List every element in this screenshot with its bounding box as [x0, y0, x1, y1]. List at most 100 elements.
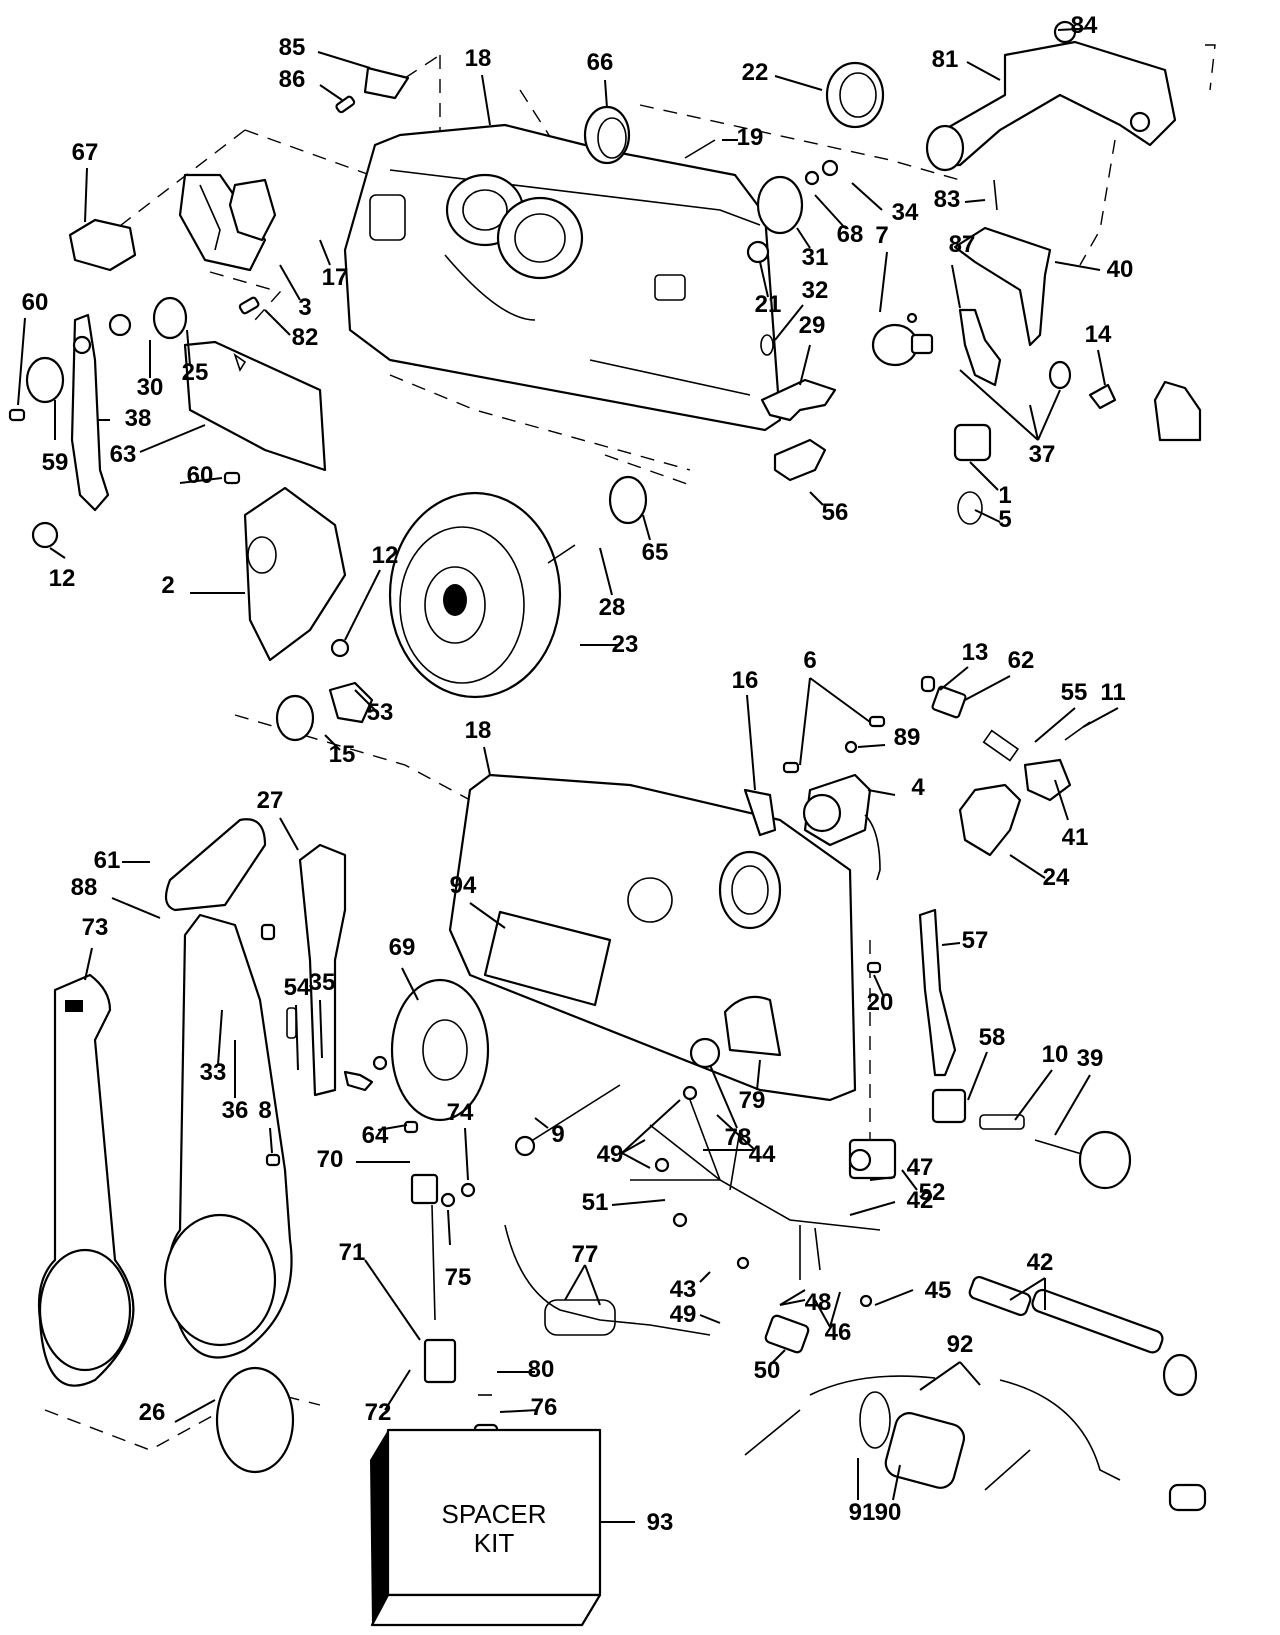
leader-line — [319, 999, 323, 1059]
leader-line — [814, 194, 846, 229]
leader-line — [401, 967, 419, 1001]
callout-number: 29 — [799, 312, 826, 339]
callout-19-screw: 19 — [722, 124, 763, 151]
callout-74-screw: 74 — [447, 1099, 474, 1181]
callout-30-nut: 30 — [137, 340, 164, 401]
retaining-ring-65 — [608, 475, 648, 525]
callout-number: 13 — [962, 639, 989, 666]
callout-number: 42 — [907, 1187, 934, 1214]
clamp-91 — [859, 1391, 891, 1449]
detent-plate-69 — [390, 978, 490, 1122]
leader-line — [584, 1264, 601, 1306]
callout-number: 91 — [849, 1499, 876, 1526]
leader-line — [756, 1059, 761, 1091]
leader-line — [849, 1201, 896, 1216]
callout-number: 30 — [137, 374, 164, 401]
callout-number: 63 — [110, 441, 137, 468]
callout-4-horn: 4 — [867, 774, 925, 801]
callout-64-screw: 64 — [362, 1122, 408, 1149]
screw-20 — [866, 961, 882, 974]
leader-line — [604, 79, 608, 109]
callout-6-screws: 6 — [799, 647, 871, 766]
cam-plate-3 — [178, 173, 267, 272]
callout-77-coil-lanyard: 77 — [564, 1241, 601, 1306]
callout-91-clamp: 91 — [849, 1458, 876, 1526]
switch-52 — [848, 1138, 897, 1180]
leader-line — [1009, 854, 1046, 879]
callout-3-cam-plate: 3 — [279, 264, 312, 321]
callout-32-spring: 32 — [774, 277, 828, 341]
callout-79-boot: 79 — [739, 1059, 765, 1114]
knob-39 — [1034, 1130, 1132, 1190]
callout-number: 41 — [1062, 824, 1089, 851]
callout-23-gear-hub: 23 — [580, 631, 638, 658]
callout-24-plate: 24 — [1009, 854, 1070, 891]
bushing-21 — [746, 240, 770, 264]
callout-27-slide: 27 — [257, 787, 299, 851]
boot-90 — [884, 1412, 966, 1489]
leader-line — [174, 1399, 216, 1423]
key-switch-37 — [871, 323, 1117, 410]
leader-line — [1097, 349, 1106, 386]
callout-59-washer: 59 — [42, 400, 68, 476]
leader-line — [344, 569, 381, 641]
callout-number: 44 — [749, 1141, 776, 1168]
callout-number: 93 — [647, 1509, 674, 1536]
leader-line — [464, 1127, 469, 1181]
leader-line — [716, 1114, 756, 1151]
leader-line — [111, 897, 161, 919]
callout-number: 50 — [754, 1357, 781, 1384]
leader-line — [874, 1289, 914, 1306]
callout-number: 23 — [612, 631, 639, 658]
callout-88-handle: 88 — [71, 874, 161, 919]
screw-33 — [260, 923, 276, 941]
callout-5-spring: 5 — [974, 506, 1012, 533]
leader-line — [857, 744, 886, 748]
leader-line — [959, 369, 1039, 441]
leader-line — [269, 1127, 273, 1154]
leader-line — [279, 817, 299, 851]
lockwasher-89 — [844, 740, 858, 754]
leader-line — [469, 902, 506, 929]
plunger-13 — [920, 675, 936, 693]
leader-line — [769, 1349, 786, 1366]
screw-60-lower — [223, 471, 241, 485]
leader-line — [746, 694, 756, 791]
callout-number: 85 — [279, 34, 306, 61]
callout-86-screw: 86 — [279, 66, 343, 101]
spring-36 — [286, 1007, 297, 1039]
callout-number: 86 — [279, 66, 306, 93]
callout-8-screw: 8 — [258, 1097, 273, 1154]
callout-number: 72 — [365, 1399, 392, 1426]
leader-line — [319, 84, 343, 101]
callout-48-terminals: 48 — [779, 1289, 831, 1316]
callout-50-connector: 50 — [754, 1349, 786, 1384]
leader-line — [879, 251, 888, 313]
connector-50 — [764, 1314, 810, 1354]
leader-line — [499, 1409, 539, 1413]
callout-65-retaining-ring: 65 — [642, 514, 668, 566]
grip-61 — [164, 818, 267, 912]
screw-60-upper — [8, 408, 26, 422]
callout-33-screw: 33 — [200, 1009, 226, 1086]
callout-66-bushing: 66 — [587, 49, 613, 109]
leader-line — [317, 51, 371, 69]
boot-14 — [1153, 380, 1202, 442]
callout-number: 7 — [875, 222, 888, 249]
leader-line — [964, 675, 1011, 701]
callout-number: 18 — [465, 45, 492, 72]
spring-55 — [982, 729, 1020, 762]
callout-43-terminal: 43 — [670, 1271, 711, 1303]
clamp-54 — [343, 1070, 374, 1092]
callout-number: 82 — [292, 324, 319, 351]
leader-line — [599, 547, 613, 596]
callout-number: 34 — [892, 199, 919, 226]
callout-number: 58 — [979, 1024, 1006, 1051]
callout-number: 42 — [1027, 1249, 1054, 1276]
callout-94-decal: 94 — [450, 872, 506, 929]
callout-37-key-switch: 37 — [959, 369, 1061, 468]
callout-55-spring: 55 — [1034, 679, 1087, 743]
leader-line — [967, 1051, 988, 1101]
leader-line — [1054, 1074, 1091, 1136]
